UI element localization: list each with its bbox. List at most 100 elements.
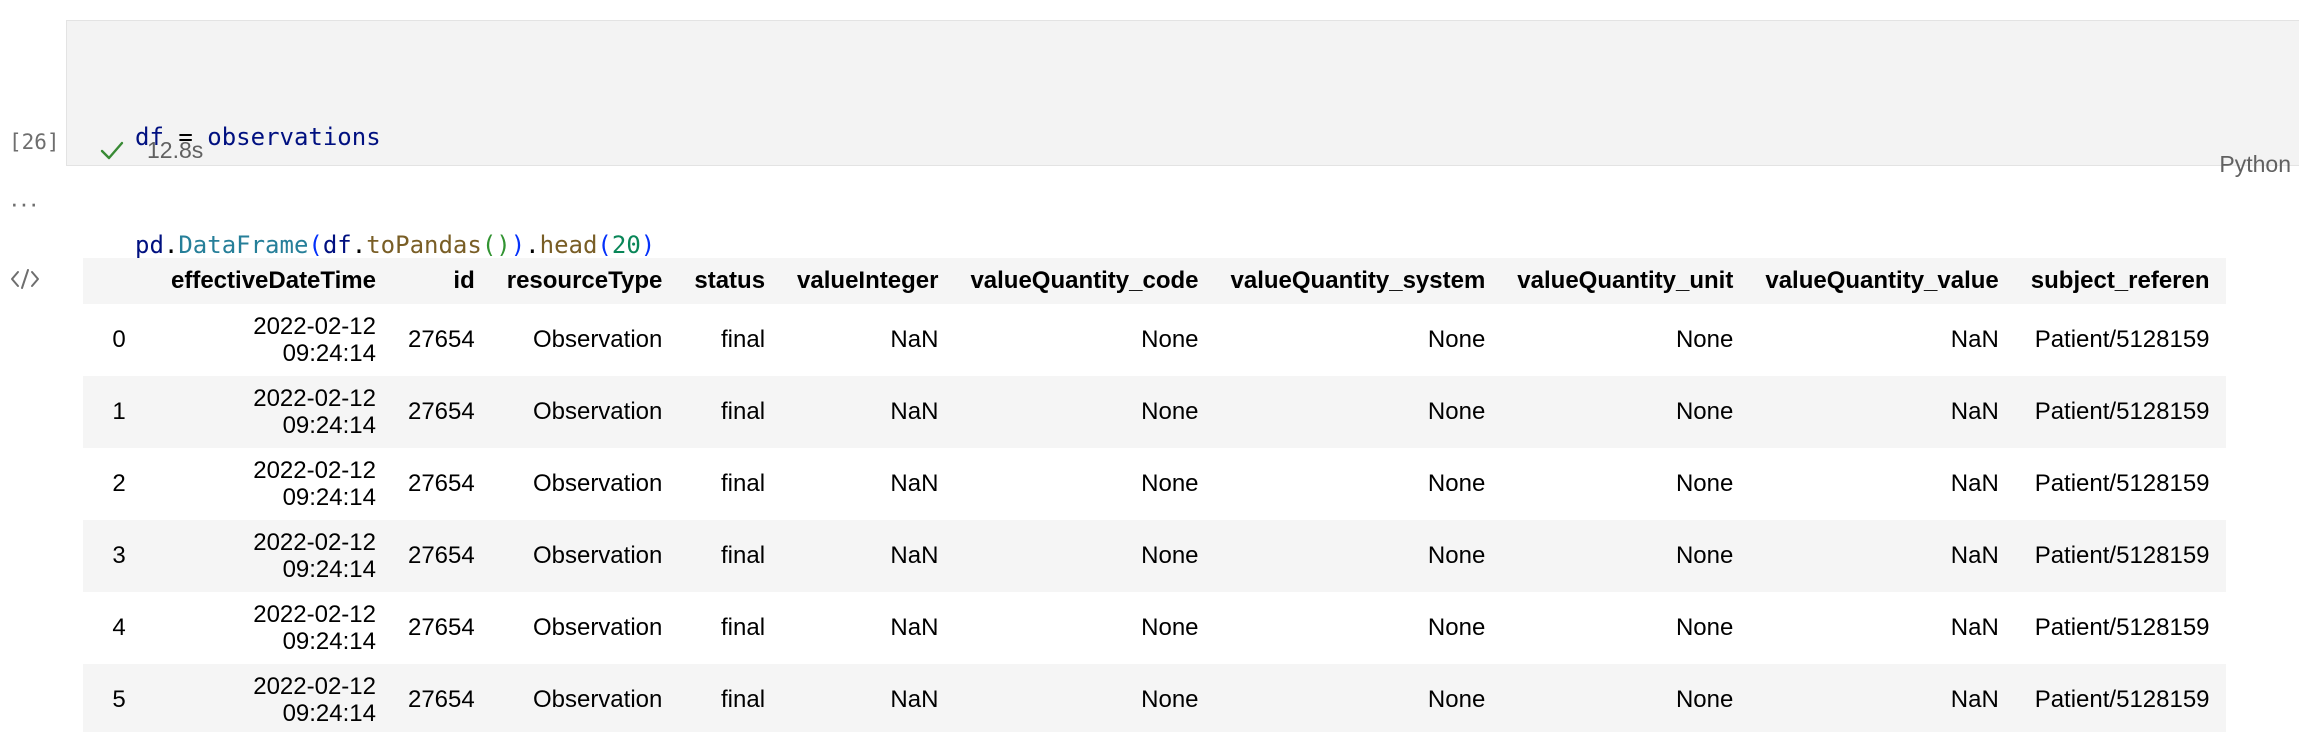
table-cell: NaN (1950, 614, 1999, 641)
column-header: id (391, 258, 491, 304)
column-header: resourceType (490, 258, 679, 304)
code-token: DataFrame (178, 231, 309, 259)
row-index: 5 (112, 686, 126, 713)
check-icon (99, 137, 125, 163)
code-token: . (351, 231, 367, 259)
table-cell: final (721, 398, 766, 425)
table-cell: 27654 (407, 542, 475, 569)
table-cell: NaN (1950, 398, 1999, 425)
table-cell: None (1214, 304, 1502, 376)
table-cell: None (1141, 398, 1199, 425)
code-editor[interactable]: df = observations pd.DataFrame(df.toPand… (135, 47, 655, 335)
table-cell: Patient/5128159 (2034, 542, 2210, 569)
language-selector[interactable]: Python (2219, 151, 2291, 177)
table-cell: Patient/5128159 (2034, 614, 2210, 641)
row-index: 1 (112, 398, 126, 425)
time-part: 09:24:14 (282, 340, 376, 367)
table-cell: Observation (490, 304, 679, 376)
time-part: 09:24:14 (282, 484, 376, 511)
table-cell: 27654 (391, 304, 491, 376)
date-part: 2022-02-12 (253, 673, 376, 700)
code-token: ) (640, 231, 656, 259)
table-cell: final (721, 542, 766, 569)
table-cell: final (678, 304, 782, 376)
table-cell: NaN (890, 542, 939, 569)
table-cell: NaN (781, 304, 955, 376)
time-part: 09:24:14 (282, 628, 376, 655)
table-cell: final (721, 686, 766, 713)
table-cell: None (1501, 304, 1750, 376)
table-cell: Observation (532, 614, 663, 641)
table-cell: Patient/5128159 (2034, 686, 2210, 713)
column-header: valueInteger (781, 258, 955, 304)
table-cell: Observation (532, 470, 663, 497)
code-token: . (163, 231, 179, 259)
execution-count: [26] (9, 130, 60, 154)
code-token: df (322, 231, 352, 259)
table-cell: 27654 (407, 398, 475, 425)
code-token: ) (510, 231, 526, 259)
time-part: 09:24:14 (282, 700, 376, 727)
table-cell: NaN (1950, 542, 1999, 569)
table-cell: None (1427, 614, 1486, 641)
table-cell: NaN (890, 614, 939, 641)
code-icon[interactable] (10, 266, 40, 292)
date-part: 2022-02-12 (253, 601, 376, 628)
code-line-1: df = observations (135, 119, 655, 155)
code-cell[interactable]: df = observations pd.DataFrame(df.toPand… (66, 20, 2299, 259)
date-part: 2022-02-12 (253, 457, 376, 484)
code-token: . (525, 231, 540, 259)
row-index: 2 (112, 470, 126, 497)
table-cell: None (1675, 398, 1734, 425)
execution-duration: 12.8s (147, 136, 204, 163)
table-cell: Patient/5128159 (2034, 398, 2210, 425)
time-part: 09:24:14 (282, 412, 376, 439)
table-cell: NaN (890, 470, 939, 497)
table-cell: final (721, 470, 766, 497)
dataframe-table: effectiveDateTime id resourceType status… (83, 258, 2226, 732)
table-cell: NaN (890, 686, 939, 713)
table-cell: 27654 (407, 686, 475, 713)
table-cell: 27654 (407, 614, 475, 641)
cell-status-bar: 12.8s (99, 133, 203, 167)
table-cell: None (1427, 398, 1486, 425)
date-part: 2022-02-12 (253, 529, 376, 556)
table-cell: None (954, 304, 1215, 376)
column-header: valueQuantity_system (1214, 258, 1502, 304)
column-header: valueQuantity_value (1749, 258, 2015, 304)
table-cell: NaN (890, 398, 939, 425)
table-cell: NaN (1950, 470, 1999, 497)
table-cell: None (1141, 470, 1199, 497)
code-token: 20 (611, 231, 641, 259)
date-part: 2022-02-12 (253, 313, 376, 340)
table-cell: None (1141, 542, 1199, 569)
table-cell: NaN (1749, 304, 2015, 376)
table-cell: None (1675, 614, 1734, 641)
ellipsis-icon[interactable]: ··· (10, 188, 39, 218)
date-part: 2022-02-12 (253, 385, 376, 412)
table-cell: Observation (532, 398, 663, 425)
column-header-index (83, 258, 155, 304)
row-index: 4 (112, 614, 126, 641)
table-cell: Observation (532, 542, 663, 569)
column-header: subject_referen (2014, 258, 2226, 304)
table-cell: None (1141, 686, 1199, 713)
table-cell: None (1675, 686, 1734, 713)
table-cell: None (1141, 614, 1199, 641)
code-token: pd (135, 231, 164, 259)
table-cell: None (1675, 470, 1734, 497)
column-header: valueQuantity_unit (1501, 258, 1750, 304)
row-index: 3 (112, 542, 126, 569)
dataframe-output: effectiveDateTime id resourceType status… (83, 258, 2299, 732)
table-cell: NaN (1950, 686, 1999, 713)
